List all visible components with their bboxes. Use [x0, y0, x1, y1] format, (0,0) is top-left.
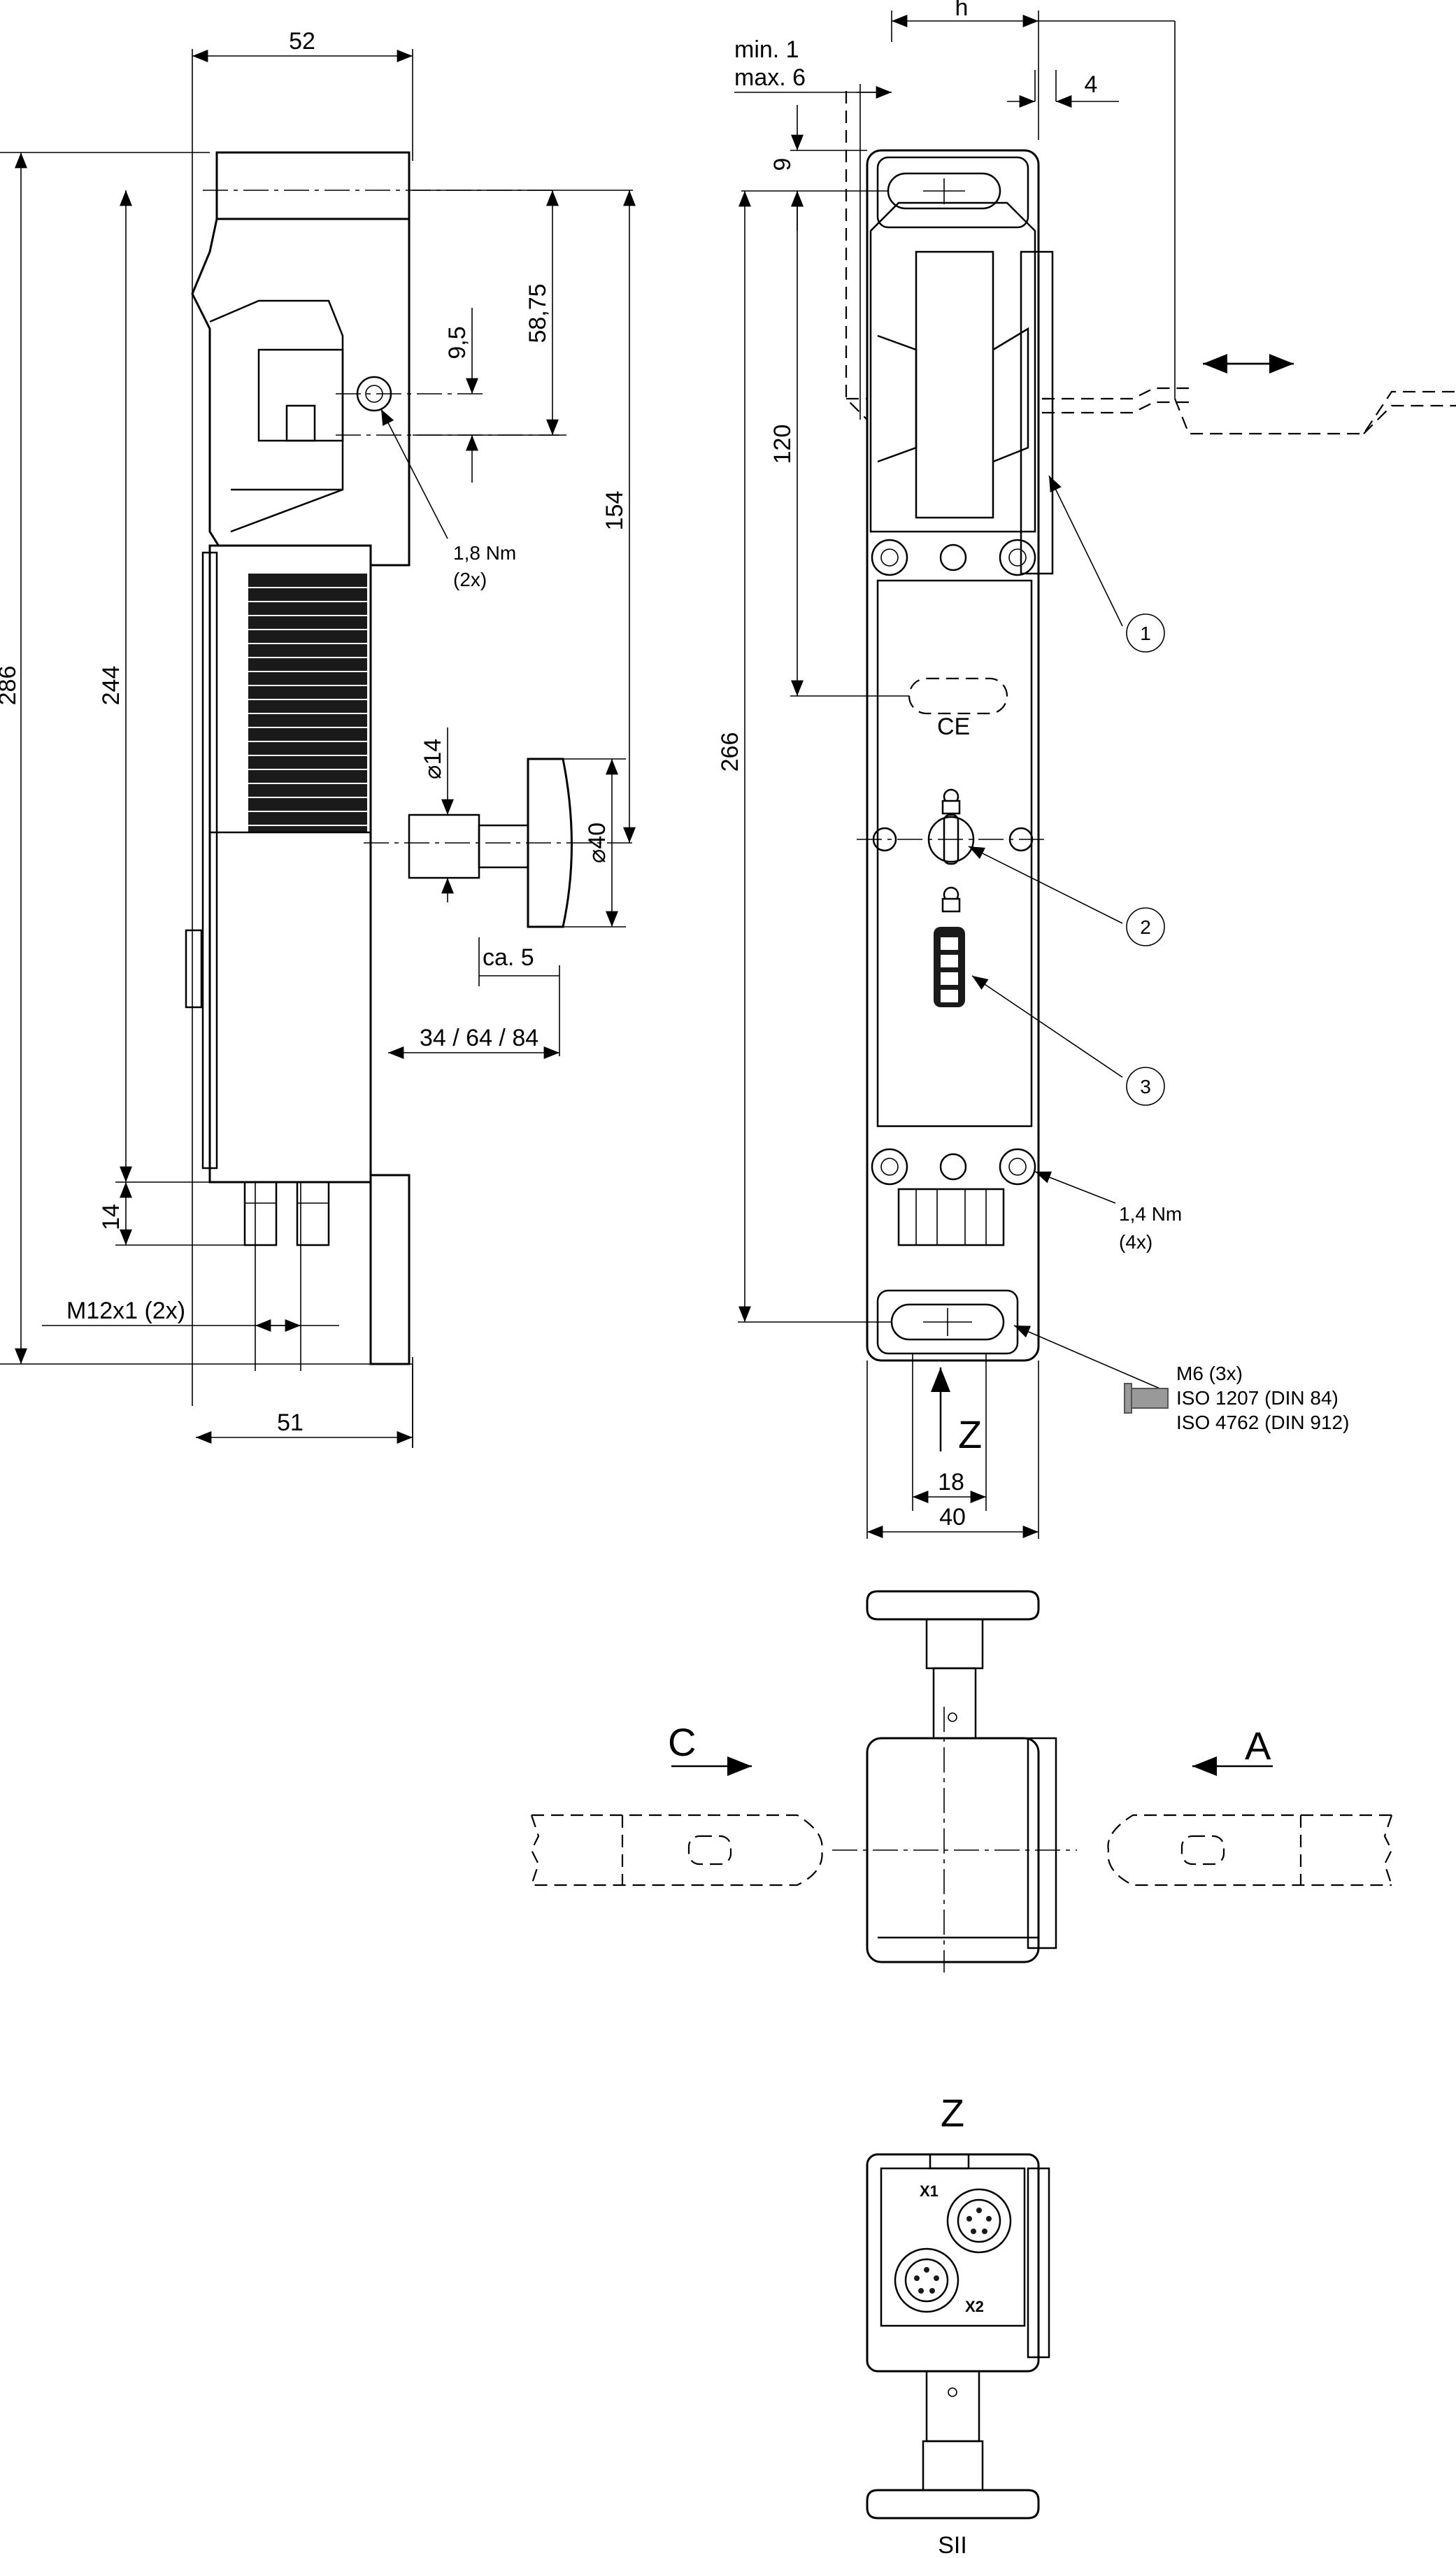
dim-min-label: min. 1	[734, 36, 799, 63]
dim-ca5-label: ca. 5	[483, 944, 534, 971]
screw-note-2: ISO 1207 (DIN 84)	[1176, 1387, 1339, 1409]
connector-1	[243, 1181, 278, 1246]
stem	[408, 813, 480, 879]
dim-34-64-84-label: 34 / 64 / 84	[420, 1025, 538, 1051]
dim-h-label: h	[955, 0, 969, 21]
view-z-label: Z	[958, 1412, 982, 1456]
callout-2-label: 2	[1140, 916, 1151, 938]
callout-2	[1126, 907, 1165, 946]
heatsink-fins	[248, 574, 367, 832]
dim-dia14-label: ⌀14	[420, 739, 446, 779]
callout-1	[1126, 613, 1165, 653]
dim-14-label: 14	[98, 1204, 124, 1230]
ce-mark: CE	[937, 713, 970, 740]
screw-note-3: ISO 4762 (DIN 912)	[1176, 1412, 1349, 1433]
thread-label: M12x1 (2x)	[66, 1298, 185, 1324]
dim-dia40-label: ⌀40	[584, 823, 611, 863]
dim-154-label: 154	[601, 491, 628, 531]
connector-2	[296, 1181, 330, 1246]
screw-icon	[1129, 1388, 1169, 1409]
screw-note-1: M6 (3x)	[1176, 1363, 1243, 1384]
callout-3-label: 3	[1140, 1076, 1151, 1097]
top-pushbutton	[866, 1590, 1040, 1621]
dim-286-label: 286	[0, 666, 21, 706]
dim-244-label: 244	[98, 666, 124, 706]
dim-52-label: 52	[289, 28, 315, 55]
side-torque-count: (2x)	[453, 569, 487, 590]
side-torque-label: 1,8 Nm	[453, 542, 516, 564]
dim-max-label: max. 6	[734, 64, 806, 91]
view-z-title: Z	[941, 2091, 964, 2135]
head-cap	[215, 151, 411, 220]
dim-4-label: 4	[1085, 71, 1098, 98]
dim-120-label: 120	[769, 425, 796, 464]
dim-51-label: 51	[277, 1409, 304, 1436]
front-view: CE h min. 1	[717, 0, 1456, 1539]
connector-x2-label: X2	[965, 2298, 984, 2315]
dim-40-label: 40	[939, 1504, 966, 1530]
dim-18-label: 18	[938, 1469, 964, 1495]
bottom-caption: SII	[938, 2532, 967, 2558]
dim-9-label: 9	[769, 158, 796, 171]
connector-x1-label: X1	[920, 2182, 938, 2200]
dim-58-75-label: 58,75	[524, 283, 551, 343]
bottom-pushbutton	[866, 2489, 1040, 2520]
head-housing	[191, 218, 411, 567]
front-torque-label: 1,4 Nm	[1119, 1203, 1182, 1225]
bottom-view: Z X1 X2 SII	[866, 2091, 1050, 2558]
connector-x1	[946, 2188, 1012, 2254]
connector-x2	[894, 2247, 959, 2313]
direction-a-label: A	[1245, 1724, 1271, 1768]
dim-9-5-label: 9,5	[444, 326, 471, 359]
callout-1-label: 1	[1140, 623, 1151, 644]
front-torque-count: (4x)	[1119, 1231, 1152, 1253]
top-view: C A	[530, 1590, 1393, 1973]
callout-3	[1126, 1067, 1165, 1106]
switch-body	[866, 149, 1040, 1362]
direction-c-label: C	[668, 1720, 696, 1764]
dim-266-label: 266	[717, 732, 743, 772]
side-view: 52	[0, 28, 636, 1448]
